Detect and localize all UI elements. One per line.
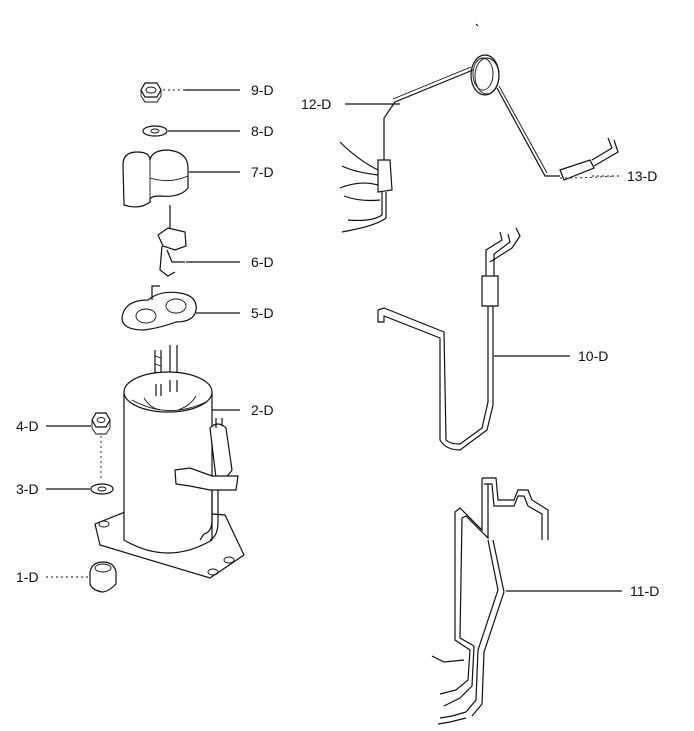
tube-10d [377, 227, 521, 451]
label-5d: 5-D [251, 305, 274, 321]
label-10d: 10-D [578, 348, 608, 364]
label-11d: 11-D [630, 583, 659, 599]
label-12d: 12-D [301, 96, 331, 112]
terminal-cover-7d [122, 149, 189, 208]
gasket-5d [121, 285, 197, 331]
label-2d: 2-D [251, 402, 274, 418]
label-6d: 6-D [251, 254, 274, 270]
label-9d: 9-D [251, 82, 274, 98]
tube-11d [431, 477, 549, 725]
label-4d: 4-D [16, 418, 39, 434]
compressor-2d [94, 371, 245, 579]
speck [475, 23, 479, 27]
label-7d: 7-D [251, 164, 274, 180]
label-1d: 1-D [16, 569, 39, 585]
rubber-foot-1d [89, 561, 117, 593]
label-8d: 8-D [251, 123, 274, 139]
capillary-assembly-12d-13d [339, 54, 619, 233]
clip-6d [157, 205, 187, 277]
washer-8d [142, 125, 168, 137]
washer-3d [90, 483, 114, 495]
label-3d: 3-D [16, 481, 39, 497]
nut-9d [140, 82, 162, 103]
nut-4d [91, 412, 111, 435]
label-13d: 13-D [627, 168, 657, 184]
